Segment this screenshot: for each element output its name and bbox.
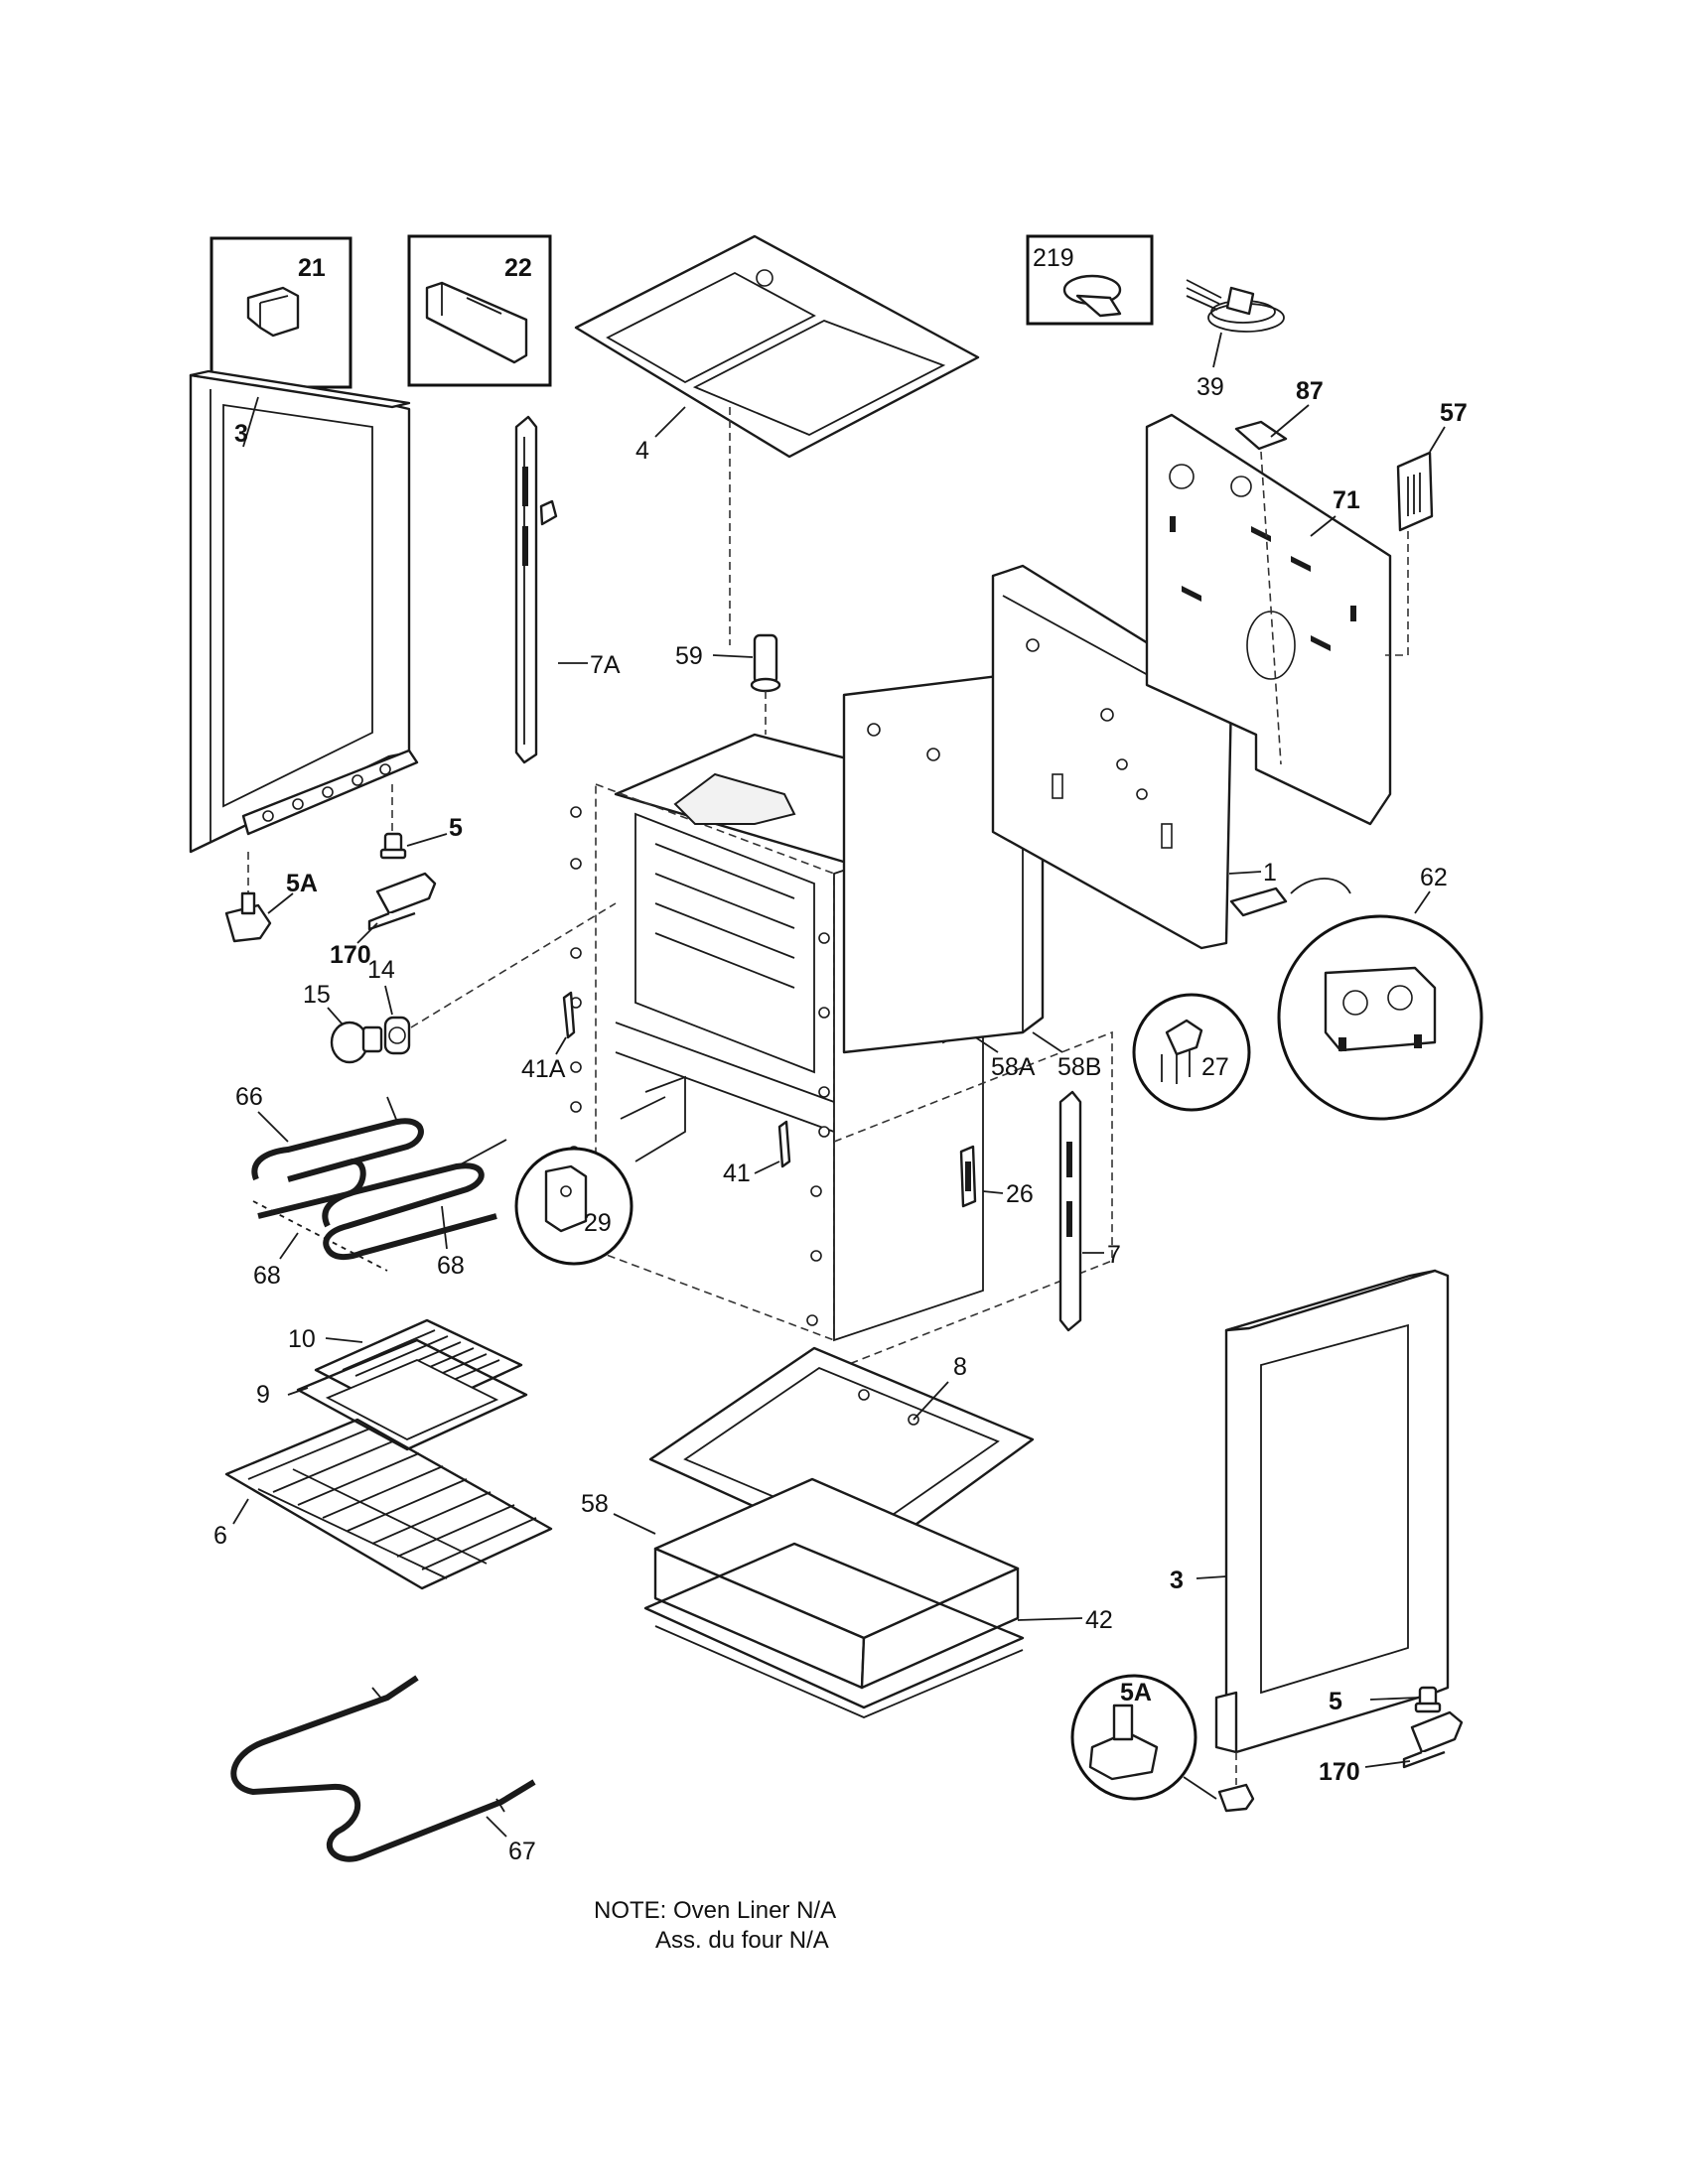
label-7A: 7A bbox=[590, 651, 621, 679]
label-68-left: 68 bbox=[253, 1262, 281, 1290]
label-7: 7 bbox=[1107, 1241, 1121, 1269]
part-3-side-panel-left: 3 bbox=[189, 369, 419, 854]
label-219: 219 bbox=[1033, 244, 1074, 272]
part-62-terminal-block: 62 bbox=[1229, 864, 1483, 1121]
part-5-leveler-left: 5 bbox=[379, 814, 463, 860]
part-3-side-panel-right: 3 bbox=[1170, 1269, 1450, 1754]
label-6: 6 bbox=[213, 1522, 227, 1550]
part-6-oven-rack: 6 bbox=[213, 1418, 553, 1590]
label-5-left: 5 bbox=[449, 814, 463, 842]
part-5A-leg-right-callout: 5A bbox=[1070, 1674, 1255, 1813]
label-1: 1 bbox=[1263, 859, 1277, 887]
label-27: 27 bbox=[1201, 1053, 1229, 1081]
label-41A: 41A bbox=[521, 1055, 566, 1083]
part-5A-leg-left: 5A bbox=[224, 870, 318, 943]
label-26: 26 bbox=[1006, 1180, 1034, 1208]
label-5A-right: 5A bbox=[1120, 1679, 1152, 1706]
note-line-1: NOTE: Oven Liner N/A bbox=[594, 1897, 836, 1924]
label-58: 58 bbox=[581, 1490, 609, 1518]
label-22: 22 bbox=[504, 254, 532, 282]
label-170-left: 170 bbox=[330, 941, 371, 969]
label-5A-left: 5A bbox=[286, 870, 318, 897]
label-58A: 58A bbox=[991, 1053, 1036, 1081]
part-170-anti-tip-right: 170 bbox=[1319, 1710, 1464, 1786]
part-7-rack-support-right: 7 bbox=[1058, 1090, 1121, 1332]
label-41: 41 bbox=[723, 1160, 751, 1187]
label-14: 14 bbox=[367, 956, 395, 984]
part-41-bracket: 41 bbox=[723, 1120, 791, 1187]
part-66-broil-element: 66 bbox=[235, 1083, 424, 1219]
label-5-right: 5 bbox=[1329, 1688, 1342, 1715]
label-39: 39 bbox=[1196, 373, 1224, 401]
label-29: 29 bbox=[584, 1209, 612, 1237]
part-170-anti-tip-left: 170 bbox=[330, 872, 437, 969]
label-67: 67 bbox=[508, 1838, 536, 1865]
label-4: 4 bbox=[635, 437, 649, 465]
label-58B: 58B bbox=[1057, 1053, 1101, 1081]
part-67-bake-element: 67 bbox=[230, 1675, 536, 1865]
part-41A-bracket: 41A bbox=[521, 991, 576, 1083]
label-15: 15 bbox=[303, 981, 331, 1009]
part-15-lamp-bulb: 15 bbox=[303, 981, 383, 1064]
label-42: 42 bbox=[1085, 1606, 1113, 1634]
part-14-lamp-socket: 14 bbox=[367, 956, 411, 1055]
part-39-power-cord: 39 bbox=[1186, 279, 1285, 401]
part-59-plug: 59 bbox=[675, 633, 781, 735]
label-3-right: 3 bbox=[1170, 1567, 1184, 1594]
note-line-2: Ass. du four N/A bbox=[655, 1927, 829, 1954]
label-21: 21 bbox=[298, 254, 326, 282]
label-3-left: 3 bbox=[234, 420, 248, 448]
part-29-callout: 29 bbox=[514, 1075, 686, 1266]
part-9-broiler-pan: 9 bbox=[256, 1338, 528, 1451]
label-9: 9 bbox=[256, 1381, 270, 1409]
inset-box-219: 219 bbox=[1026, 234, 1154, 326]
inset-box-22: 22 bbox=[407, 234, 552, 387]
label-87: 87 bbox=[1296, 377, 1324, 405]
label-57: 57 bbox=[1440, 399, 1468, 427]
part-26-bracket: 26 bbox=[959, 1145, 1034, 1208]
label-8: 8 bbox=[953, 1353, 967, 1381]
inset-box-21: 21 bbox=[210, 236, 352, 389]
part-42-drawer-bottom: 42 bbox=[643, 1542, 1113, 1718]
label-66: 66 bbox=[235, 1083, 263, 1111]
part-68-broil-element-pair: 68 68 bbox=[252, 1139, 507, 1290]
note-block: NOTE: Oven Liner N/A Ass. du four N/A bbox=[594, 1897, 836, 1954]
part-27-clip-callout: 27 bbox=[1132, 993, 1251, 1112]
part-57-vent-cover: 57 bbox=[1385, 399, 1468, 656]
label-71: 71 bbox=[1333, 486, 1360, 514]
label-68-right: 68 bbox=[437, 1252, 465, 1280]
part-87-bracket: 87 bbox=[1234, 377, 1324, 765]
label-10: 10 bbox=[288, 1325, 316, 1353]
part-58-drawer-box: 58 bbox=[581, 1477, 1020, 1690]
part-7A-rack-support-left: 7A bbox=[514, 415, 621, 764]
label-170-right: 170 bbox=[1319, 1758, 1360, 1786]
label-59: 59 bbox=[675, 642, 703, 670]
label-62: 62 bbox=[1420, 864, 1448, 891]
part-71-rear-cover: 71 bbox=[1145, 413, 1392, 826]
part-5-leveler-right: 5 bbox=[1329, 1686, 1442, 1715]
part-4-cooktop-support: 4 bbox=[574, 234, 980, 465]
